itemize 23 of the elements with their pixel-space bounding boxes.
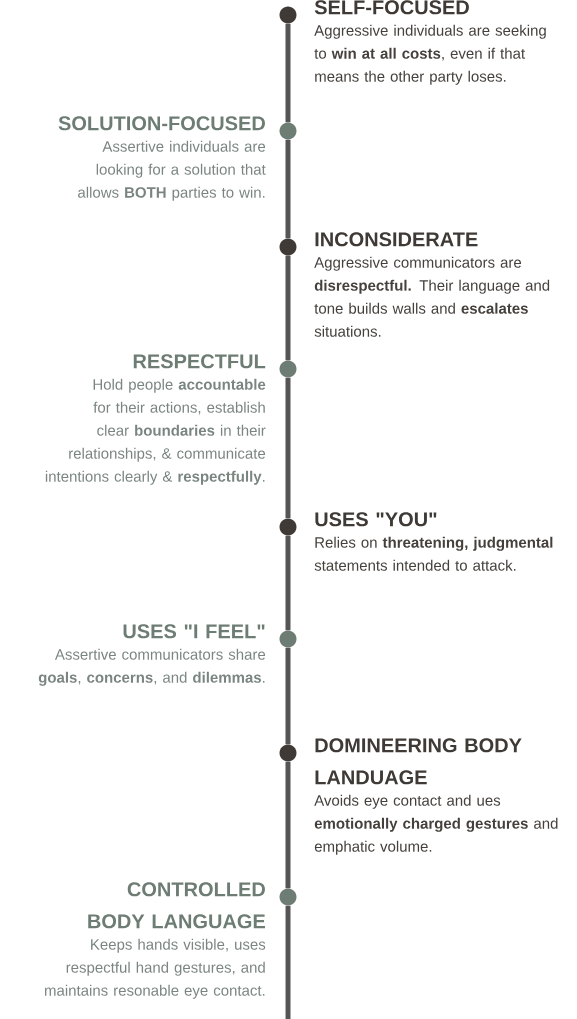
heading: USES "I FEEL": [123, 624, 265, 639]
timeline-line: [285, 255, 291, 361]
description: Relies on threatening, judgmental statements intended to attack.: [314, 536, 553, 571]
description: Aggressive communicators are disrespectful. Their language and tone builds walls and escalates situations.: [314, 256, 550, 337]
timeline-line: [285, 377, 291, 519]
timeline-line: [285, 535, 291, 631]
heading: INCONSIDERATE: [315, 232, 478, 247]
timeline-line: [285, 23, 291, 123]
heading: DOMINEERING BODY LANDUAGE: [315, 738, 522, 785]
heading: RESPECTFUL: [133, 354, 266, 369]
heading: SELF-FOCUSED: [314, 0, 469, 15]
description: Avoids eye contact and ues emotionally charged gestures and emphatic volume.: [314, 794, 558, 855]
description: Hold people accountable for their actions, establish clear boundaries in their relationships, & communicate intentions clearly & respectfully.: [45, 378, 266, 485]
heading: USES "YOU": [315, 512, 437, 527]
timeline-line: [285, 647, 291, 745]
description: Assertive individuals are looking for a solution that allows BOTH parties to win.: [78, 140, 266, 201]
heading: CONTROLLED BODY LANGUAGE: [88, 882, 265, 929]
heading: SOLUTION-FOCUSED: [58, 116, 265, 131]
description: Assertive communicators share goals, concerns, and dilemmas.: [38, 648, 266, 686]
description: Keeps hands visible, uses respectful hand gestures, and maintains resonable eye contact.: [45, 938, 266, 999]
timeline-line: [285, 761, 291, 889]
timeline-line: [285, 139, 291, 239]
description: Aggressive individuals are seeking to win at all costs, even if that means the other party loses.: [314, 24, 546, 85]
